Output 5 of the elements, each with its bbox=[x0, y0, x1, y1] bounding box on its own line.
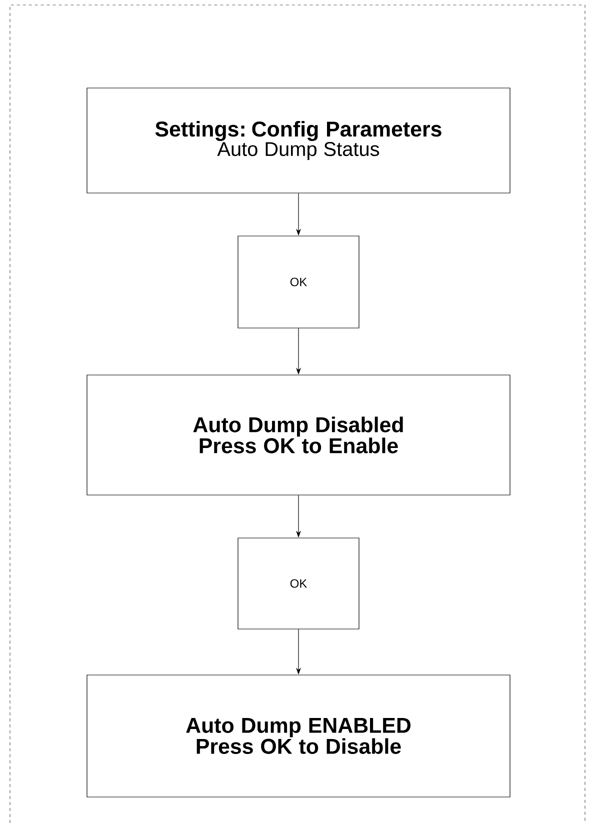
status-box: Auto Dump ENABLED Press OK to Disable bbox=[86, 674, 510, 798]
button-box: OK bbox=[238, 236, 360, 328]
menu-box: Settings: Config Parameters Auto Dump Status bbox=[86, 88, 510, 194]
status-box: Auto Dump Disabled Press OK to Enable bbox=[86, 374, 510, 496]
button-box: OK bbox=[238, 538, 360, 630]
